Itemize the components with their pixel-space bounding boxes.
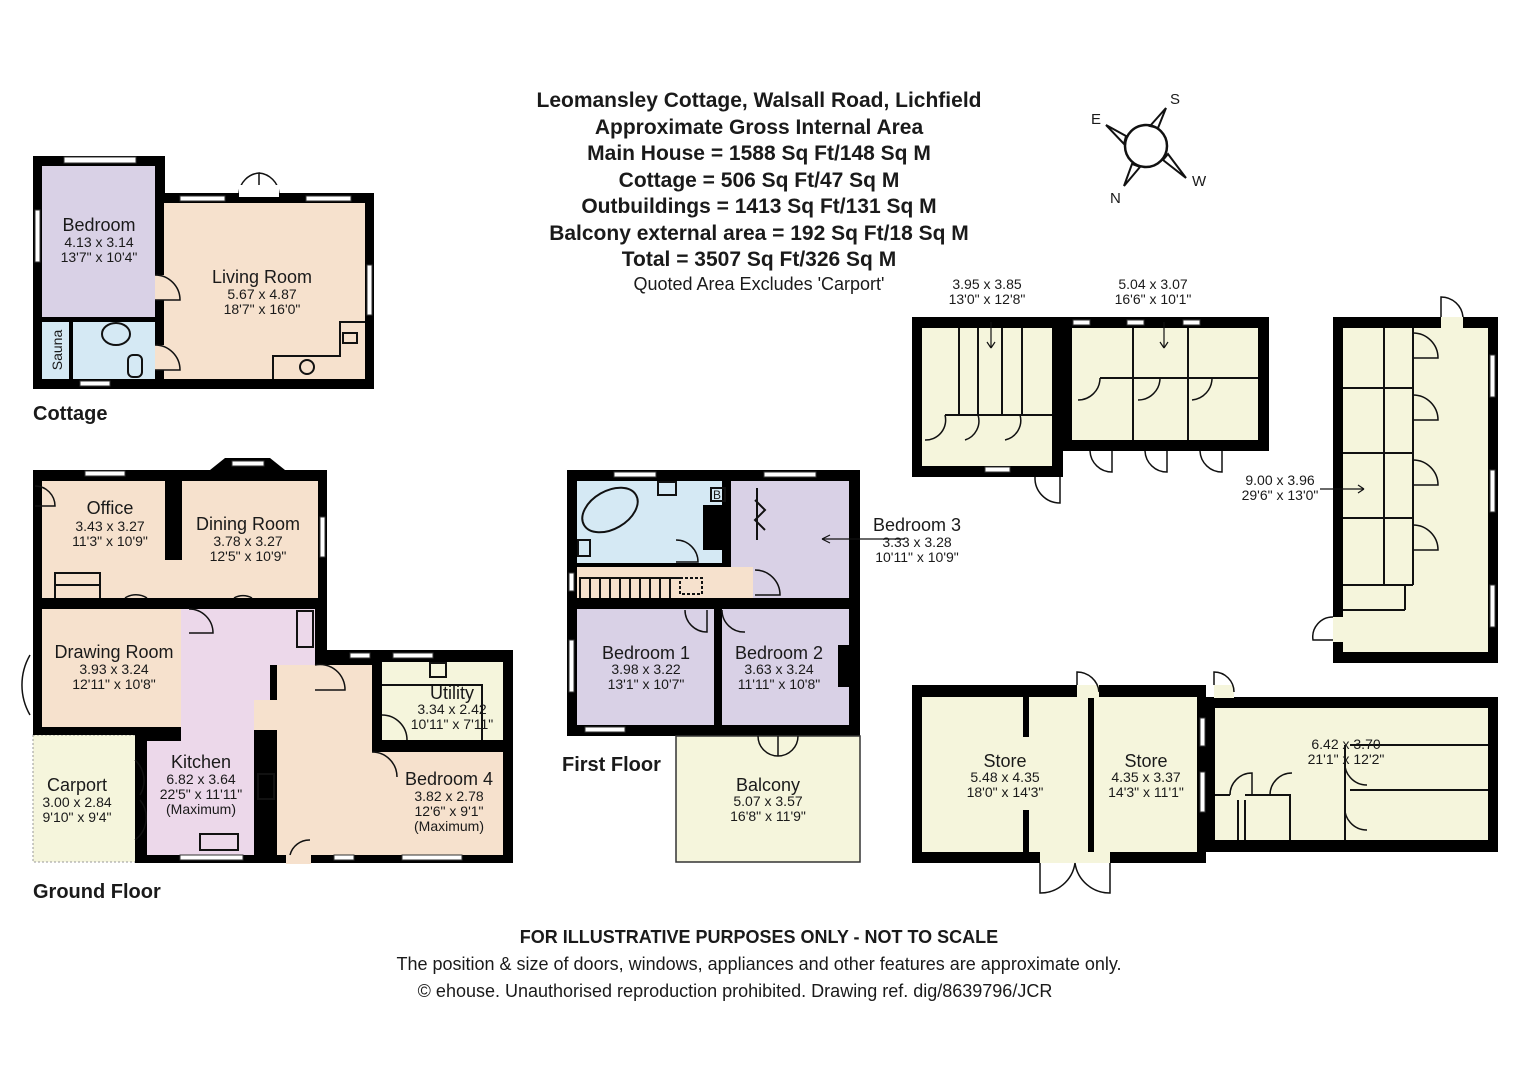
ground-floor-plan: Office 3.43 x 3.27 11'3" x 10'9" Dining …	[21, 458, 513, 903]
ground-floor-label: Ground Floor	[33, 881, 161, 903]
property-title: Leomansley Cottage, Walsall Road, Lichfi…	[537, 89, 982, 112]
office-name: Office	[87, 498, 134, 518]
outbuilding-e-imperial: 21'1" x 12'2"	[1308, 751, 1385, 767]
cottage-plan: Bedroom 4.13 x 3.14 13'7" x 10'4" Living…	[33, 156, 374, 425]
boiler-label: B	[713, 488, 721, 502]
cottage-bedroom-name: Bedroom	[62, 215, 135, 235]
outbuilding-b-metric: 5.04 x 3.07	[1118, 276, 1187, 292]
bedroom2-metric: 3.63 x 3.24	[744, 661, 813, 677]
kitchen-metric: 6.82 x 3.64	[166, 771, 235, 787]
balcony-name: Balcony	[736, 775, 800, 795]
area-heading: Approximate Gross Internal Area	[595, 116, 924, 139]
header: Leomansley Cottage, Walsall Road, Lichfi…	[537, 89, 982, 294]
footer: FOR ILLUSTRATIVE PURPOSES ONLY - NOT TO …	[396, 927, 1121, 1001]
bedroom1-name: Bedroom 1	[602, 643, 690, 663]
dining-name: Dining Room	[196, 514, 300, 534]
outbuildings-bottom: Store 5.48 x 4.35 18'0" x 14'3" Store 4.…	[912, 671, 1498, 894]
first-floor-label: First Floor	[562, 754, 661, 776]
bedroom4-metric: 3.82 x 2.78	[414, 788, 483, 804]
outbuildings-top: 3.95 x 3.85 13'0" x 12'8" 5.04 x 3.07 16…	[912, 276, 1498, 663]
area-cottage: Cottage = 506 Sq Ft/47 Sq M	[619, 169, 900, 192]
outbuilding-a-metric: 3.95 x 3.85	[952, 276, 1021, 292]
compass-w: W	[1192, 173, 1207, 190]
cottage-sauna-name: Sauna	[49, 330, 65, 371]
disclaimer-heading: FOR ILLUSTRATIVE PURPOSES ONLY - NOT TO …	[520, 927, 998, 947]
outbuilding-a-imperial: 13'0" x 12'8"	[949, 291, 1026, 307]
store2-metric: 4.35 x 3.37	[1111, 769, 1180, 785]
cottage-living-imperial: 18'7" x 16'0"	[224, 301, 301, 317]
area-balcony: Balcony external area = 192 Sq Ft/18 Sq …	[549, 222, 969, 245]
bedroom4-imperial: 12'6" x 9'1"	[415, 803, 484, 819]
dining-imperial: 12'5" x 10'9"	[210, 548, 287, 564]
utility-metric: 3.34 x 2.42	[417, 701, 486, 717]
bedroom3-name: Bedroom 3	[873, 515, 961, 535]
drawing-imperial: 12'11" x 10'8"	[72, 676, 156, 692]
dining-metric: 3.78 x 3.27	[213, 533, 282, 549]
cottage-bedroom-metric: 4.13 x 3.14	[64, 234, 133, 250]
store1-imperial: 18'0" x 14'3"	[967, 784, 1044, 800]
disclaimer-text: The position & size of doors, windows, a…	[396, 954, 1121, 974]
outbuilding-c-imperial: 29'6" x 13'0"	[1242, 487, 1319, 503]
bedroom1-metric: 3.98 x 3.22	[611, 661, 680, 677]
cottage-living-metric: 5.67 x 4.87	[227, 286, 296, 302]
outbuilding-b-imperial: 16'6" x 10'1"	[1115, 291, 1192, 307]
compass-icon: S E W N	[1091, 91, 1207, 207]
area-outbuildings: Outbuildings = 1413 Sq Ft/131 Sq M	[581, 195, 936, 218]
bedroom4-name: Bedroom 4	[405, 769, 493, 789]
kitchen-note: (Maximum)	[166, 801, 236, 817]
bedroom2-imperial: 11'11" x 10'8"	[738, 676, 821, 692]
carport-metric: 3.00 x 2.84	[42, 794, 111, 810]
cottage-living-name: Living Room	[212, 267, 312, 287]
utility-name: Utility	[430, 683, 474, 703]
kitchen-name: Kitchen	[171, 752, 231, 772]
compass-s: S	[1170, 91, 1180, 108]
balcony-imperial: 16'8" x 11'9"	[730, 808, 806, 824]
bedroom4-note: (Maximum)	[414, 818, 484, 834]
area-main-house: Main House = 1588 Sq Ft/148 Sq M	[587, 142, 931, 165]
utility-imperial: 10'11" x 7'11"	[411, 716, 494, 732]
balcony-metric: 5.07 x 3.57	[733, 793, 802, 809]
compass-n: N	[1110, 190, 1121, 207]
outbuilding-c-metric: 9.00 x 3.96	[1245, 472, 1314, 488]
carport-imperial: 9'10" x 9'4"	[43, 809, 112, 825]
store2-imperial: 14'3" x 11'1"	[1108, 784, 1184, 800]
bedroom2-name: Bedroom 2	[735, 643, 823, 663]
cottage-label: Cottage	[33, 403, 107, 425]
store1-metric: 5.48 x 4.35	[970, 769, 1039, 785]
kitchen-imperial: 22'5" x 11'11"	[160, 786, 243, 802]
area-total: Total = 3507 Sq Ft/326 Sq M	[622, 248, 896, 271]
copyright-text: © ehouse. Unauthorised reproduction proh…	[418, 981, 1053, 1001]
bedroom3-metric: 3.33 x 3.28	[882, 534, 951, 550]
cottage-bedroom-imperial: 13'7" x 10'4"	[61, 249, 138, 265]
compass-e: E	[1091, 111, 1101, 128]
drawing-name: Drawing Room	[54, 642, 173, 662]
area-note: Quoted Area Excludes 'Carport'	[633, 274, 884, 294]
first-floor-plan: B Bedroom 3 3.33 x 3.28 10'11" x 10'9" B…	[562, 470, 961, 863]
store2-name: Store	[1124, 751, 1167, 771]
office-metric: 3.43 x 3.27	[75, 518, 144, 534]
office-imperial: 11'3" x 10'9"	[72, 533, 148, 549]
bedroom3-imperial: 10'11" x 10'9"	[875, 549, 959, 565]
carport-name: Carport	[47, 775, 107, 795]
outbuilding-e-metric: 6.42 x 3.70	[1311, 736, 1380, 752]
store1-name: Store	[983, 751, 1026, 771]
drawing-metric: 3.93 x 3.24	[79, 661, 148, 677]
bedroom1-imperial: 13'1" x 10'7"	[608, 676, 685, 692]
